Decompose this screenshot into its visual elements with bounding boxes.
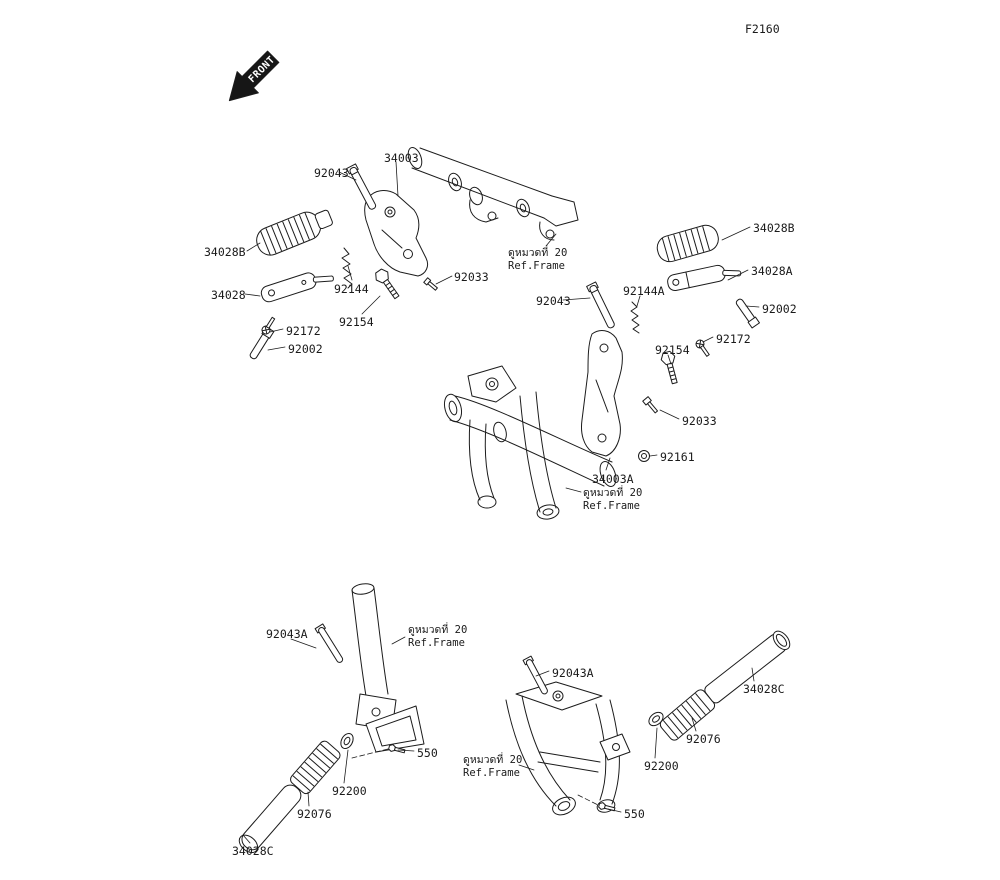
part-number-label: 34028B xyxy=(204,245,246,259)
part-number-label: 92144A xyxy=(623,284,665,298)
ref-note-line2: Ref.Frame xyxy=(408,637,465,649)
ref-note-line2: Ref.Frame xyxy=(508,260,565,272)
part-number-label: 550 xyxy=(624,807,645,821)
part-number-label: 92033 xyxy=(682,414,717,428)
leader-lines xyxy=(242,161,760,844)
part-number-label: 92144 xyxy=(334,282,369,296)
part-number-label: 34028C xyxy=(743,682,785,696)
frame-rail-art xyxy=(407,146,579,241)
bottom-right-footrest-assembly-art xyxy=(505,630,791,816)
part-number-label: 34028B xyxy=(753,221,795,235)
part-number-label: 92043A xyxy=(266,627,308,641)
top-left-footrest-assembly-art xyxy=(249,163,438,360)
part-number-label: 92043 xyxy=(536,294,571,308)
part-number-label: 92076 xyxy=(686,732,721,746)
part-number-label: 92002 xyxy=(762,302,797,316)
part-number-label: 92172 xyxy=(286,324,321,338)
ref-frame-note: ดูหมวดที่ 20 Ref.Frame xyxy=(508,247,567,273)
center-frame-art xyxy=(443,365,617,520)
part-number-label: 92172 xyxy=(716,332,751,346)
part-number-label: 92033 xyxy=(454,270,489,284)
ref-note-line1: ดูหมวดที่ 20 xyxy=(408,624,468,636)
figure-code: F2160 xyxy=(745,22,780,36)
bottom-left-footrest-assembly-art xyxy=(238,583,425,854)
ref-frame-note: ดูหมวดที่ 20 Ref.Frame xyxy=(463,754,522,780)
part-number-label: 34028 xyxy=(211,288,246,302)
ref-note-line1: ดูหมวดที่ 20 xyxy=(508,247,568,259)
part-number-label: 92076 xyxy=(297,807,332,821)
ref-frame-note: ดูหมวดที่ 20 Ref.Frame xyxy=(408,624,467,650)
part-number-label: 34028C xyxy=(232,844,274,858)
part-number-label: 92043A xyxy=(552,666,594,680)
part-number-label: 92161 xyxy=(660,450,695,464)
part-number-label: 92154 xyxy=(339,315,374,329)
part-number-label: 34003A xyxy=(592,472,634,486)
part-number-label: 92200 xyxy=(332,784,367,798)
front-arrow-icon: FRONT xyxy=(228,50,280,102)
part-number-label: 92154 xyxy=(655,343,690,357)
top-right-footrest-assembly-art xyxy=(581,224,760,462)
ref-frame-note: ดูหมวดที่ 20 Ref.Frame xyxy=(583,487,642,513)
part-number-label: 92200 xyxy=(644,759,679,773)
part-number-label: 550 xyxy=(417,746,438,760)
ref-note-line2: Ref.Frame xyxy=(463,767,520,779)
part-number-label: 34003 xyxy=(384,151,419,165)
ref-note-line1: ดูหมวดที่ 20 xyxy=(583,487,643,499)
part-number-label: 92043 xyxy=(314,166,349,180)
part-number-label: 34028A xyxy=(751,264,793,278)
ref-note-line2: Ref.Frame xyxy=(583,500,640,512)
part-number-label: 92002 xyxy=(288,342,323,356)
ref-note-line1: ดูหมวดที่ 20 xyxy=(463,754,523,766)
